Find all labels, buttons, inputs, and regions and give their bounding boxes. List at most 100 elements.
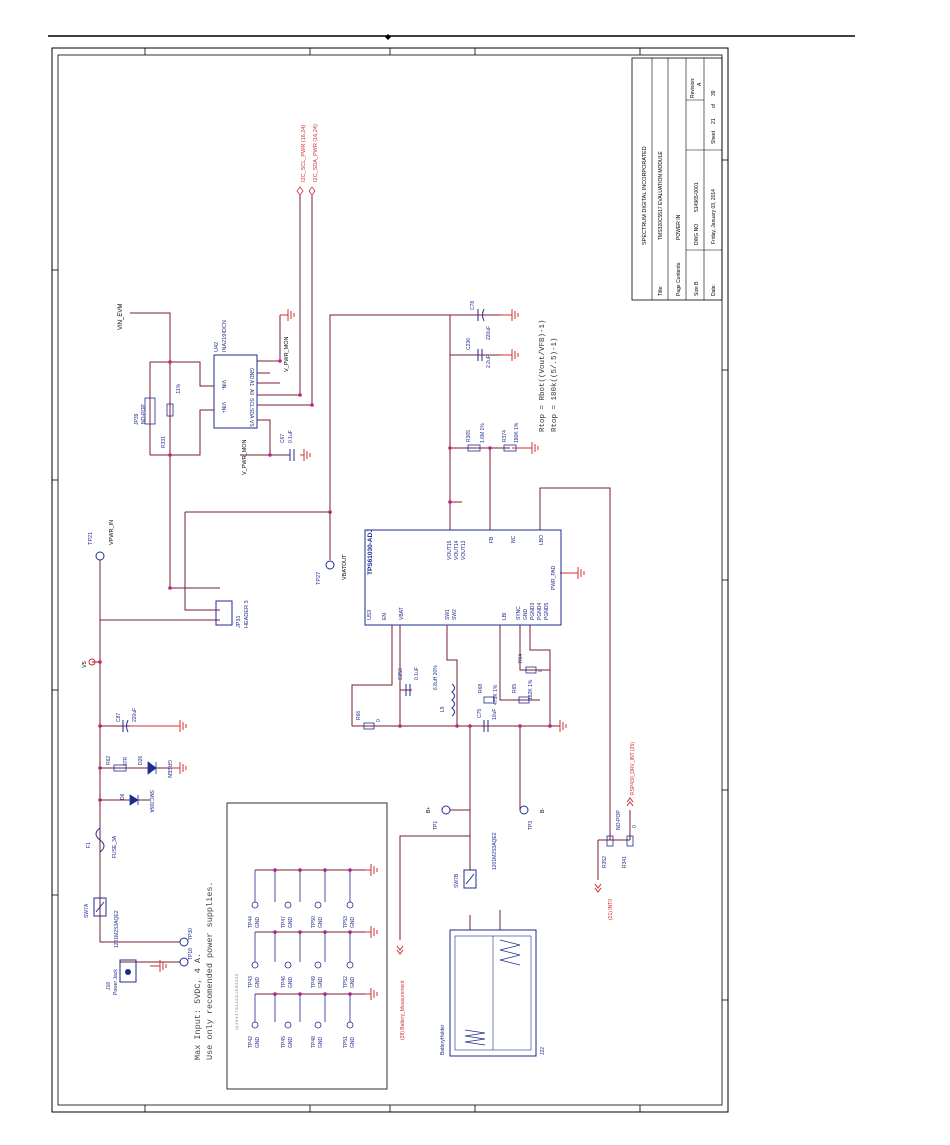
- tp48-label: TP48: [311, 1036, 317, 1048]
- sw7a-ref: SW7A: [84, 903, 90, 918]
- battery-measurement-net: (28) Battery_Measurement: [400, 980, 406, 1040]
- v5-net: V5: [82, 661, 88, 668]
- i2c-scl-net: I2C_SCL_PWR (16,24): [301, 125, 307, 182]
- d6-value: SMCJ06A: [148, 790, 154, 813]
- r365-value: 1.6M 1%: [480, 423, 486, 443]
- r68-ref: R68: [478, 684, 484, 693]
- c250-ref: C250: [398, 668, 404, 680]
- u53-pin-vout14: VOUT14: [454, 540, 460, 560]
- output-caps: C78 220uF C236 2.2uF R365 1.6M 1% R374 1…: [450, 301, 520, 452]
- r331-ref: R331: [161, 436, 167, 448]
- r66-value: 0: [376, 719, 382, 722]
- u53-pin-sw1: SW1: [445, 609, 451, 620]
- c250-value: 0.1uF: [414, 667, 420, 680]
- v-pwr-mon-net-b: V_PWR_MON: [242, 440, 248, 475]
- l9-ref: L9: [440, 706, 446, 712]
- sw7b-ref: SW7B: [454, 873, 460, 888]
- u53-ref: U53: [367, 610, 373, 620]
- l9-value: 6.8uH 20%: [433, 665, 439, 690]
- b-minus-label: B-: [540, 808, 546, 813]
- dwg-no-label: DWG NO: [694, 224, 700, 245]
- sheet-label: Sheet: [711, 130, 717, 144]
- u53-pin-lbo: LBO: [539, 535, 545, 545]
- tp42-gnd: GND: [255, 1037, 261, 1049]
- c87-ref: C87: [116, 713, 122, 722]
- tp43-gnd: GND: [255, 977, 261, 989]
- d6-tvs: D6 SMCJ06A: [100, 790, 154, 813]
- tp-box-note: (1) 2.5 V 4.7 S 2.4 0 G 1.5 G 2.5 2 5: [235, 974, 239, 1030]
- r331-value: .11%: [176, 383, 182, 395]
- r352-r341: R352 NO-POP R341 0: [597, 810, 638, 880]
- tp48-gnd: GND: [318, 1037, 324, 1049]
- j22-battery-holder: J22 BatteryHolder: [440, 929, 546, 1057]
- j18-value: Power Jack: [113, 969, 119, 995]
- tp46-gnd: GND: [288, 977, 294, 989]
- tp30-label: TP30: [188, 928, 194, 940]
- jp39-value: NO-POP: [141, 404, 147, 424]
- header-marker: [385, 34, 391, 40]
- u53-pin-gnd: GND: [523, 609, 529, 621]
- r66-resistor: R66 0: [356, 711, 382, 730]
- jp31-value: HEADER 3: [244, 600, 250, 628]
- vbatout-net: VBATOUT: [342, 554, 348, 580]
- u42-pin-vs: VS: [248, 420, 254, 427]
- battery-holder-label: BatteryHolder: [440, 1024, 446, 1055]
- tp43-label: TP43: [248, 976, 254, 988]
- u53-pin-en: EN: [382, 613, 388, 620]
- tp1-label: TP1: [433, 821, 439, 830]
- r62-value: 37R: [123, 756, 129, 766]
- c87-value: 220uF: [132, 708, 138, 722]
- formula-line-1: Rtop = Rbot((Vout/VFB)-1): [539, 319, 547, 432]
- interrupt-nets: (21) INT0 RSP430_DRV_INT (25): [594, 742, 636, 920]
- ground-symbols: [130, 309, 585, 1000]
- u53-pin-pgnd4: PGND4: [537, 603, 543, 620]
- tp50-gnd: GND: [318, 917, 324, 929]
- r341-ref: R341: [622, 856, 628, 868]
- tp45-label: TP45: [281, 1036, 287, 1048]
- r374-value: 180K 1%: [514, 422, 520, 443]
- rsp-net: RSP430_DRV_INT (25): [630, 742, 636, 795]
- v-pwr-mon-net-a: V_PWR_MON: [284, 337, 290, 372]
- wires: [92, 195, 611, 995]
- gnd-testpoints: TP44 GND TP47 GND TP50 GND TP53 GND TP43…: [248, 870, 356, 1048]
- tp42-label: TP42: [248, 1036, 254, 1048]
- page-contents: POWER IN: [676, 214, 682, 240]
- tp53-gnd: GND: [350, 917, 356, 929]
- tp51-gnd: GND: [350, 1037, 356, 1049]
- u42-pin-vin-minus: VIN-: [220, 380, 226, 390]
- f1-ref: F1: [86, 842, 92, 848]
- zone-ticks: [52, 48, 728, 1112]
- d26-ref: D26: [138, 756, 144, 765]
- r64-ref: R64: [518, 654, 524, 663]
- u53-value: TPS61030-ADJ: [367, 529, 374, 575]
- u53-pwr-pad: PWR_PAD: [551, 565, 557, 590]
- sw7b-switch: SW7B 1201M2S3AQE2: [454, 832, 498, 889]
- tp49-label: TP49: [311, 976, 317, 988]
- tp3-label: TP3: [528, 821, 534, 830]
- outer-border: [51, 47, 729, 1113]
- u53-pin-pgnd3: PGND3: [530, 603, 536, 620]
- j18-ref: J18: [106, 982, 112, 990]
- tp21-label: TP21: [88, 532, 94, 545]
- jp31-ref: JP31: [236, 615, 242, 628]
- sw7a-value: 1201M2S3AQE2: [114, 910, 120, 948]
- tp52-label: TP52: [343, 976, 349, 988]
- tp18-label: TP18: [188, 948, 194, 960]
- u53-boost-converter: U53 TPS61030-ADJ EN VBAT SW1 SW2 LBI SYN…: [364, 529, 562, 626]
- sw7b-value: 1201M2S3AQE2: [492, 832, 498, 870]
- u42-current-monitor: U42 INA219IDCN GND A1 A0 SCL SDA VS VIN-…: [213, 320, 258, 429]
- jp39-ref: JP39: [134, 413, 140, 425]
- i2c-sda-net: I2C_SDA_PWR (16,24): [313, 124, 319, 182]
- u42-pin-a0: A0: [248, 389, 254, 395]
- vpwr-in-net: VPWR_IN: [109, 520, 115, 545]
- tp47-gnd: GND: [288, 917, 294, 929]
- int0-net: (21) INT0: [608, 899, 614, 920]
- board-title: TMS320C5517 EVALUATION MODULE: [658, 151, 664, 240]
- tp53-label: TP53: [343, 916, 349, 928]
- v5-port: [88, 658, 96, 666]
- tp44-label: TP44: [248, 916, 254, 928]
- formula-line-2: Rtop = 180k((5/.5)-1): [551, 337, 559, 432]
- max-input-note-2: Use only recomended power supplies.: [205, 881, 215, 1060]
- battery-measurement: (28) Battery_Measurement: [396, 945, 406, 1040]
